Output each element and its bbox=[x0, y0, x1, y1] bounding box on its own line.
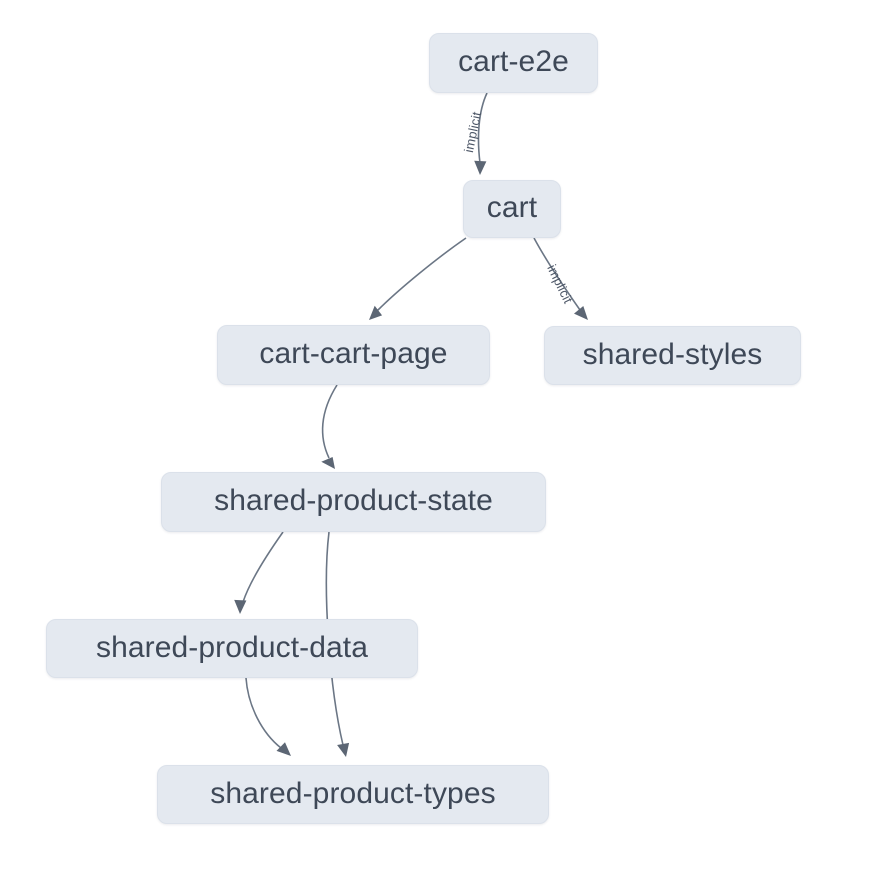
graph-node-cart[interactable]: cart bbox=[463, 180, 561, 238]
edge-path bbox=[376, 237, 467, 312]
edge-shared-product-state-to-shared-product-data bbox=[234, 531, 284, 614]
node-label: shared-product-types bbox=[210, 776, 496, 810]
arrowhead-icon bbox=[337, 742, 350, 757]
edge-path bbox=[321, 384, 338, 459]
arrowhead-icon bbox=[321, 457, 335, 469]
arrowhead-icon bbox=[369, 305, 383, 320]
node-label: shared-product-state bbox=[214, 484, 493, 517]
edge-path bbox=[242, 531, 284, 603]
arrowhead-icon bbox=[474, 160, 487, 175]
edge-path bbox=[533, 237, 581, 311]
edge-cart-to-shared-styles: implicit bbox=[533, 237, 588, 320]
edge-path bbox=[245, 677, 282, 749]
edge-cart-to-cart-cart-page bbox=[369, 237, 467, 320]
edge-cart-cart-page-to-shared-product-state bbox=[321, 384, 338, 469]
node-label: shared-product-data bbox=[95, 630, 369, 664]
node-label: cart bbox=[486, 191, 538, 224]
arrowhead-icon bbox=[234, 599, 247, 614]
graph-node-shared-product-data[interactable]: shared-product-data bbox=[46, 619, 418, 678]
node-label: cart-cart-page bbox=[259, 337, 448, 370]
edge-cart-e2e-to-cart: implicit bbox=[461, 92, 488, 175]
graph-node-cart-e2e[interactable]: cart-e2e bbox=[429, 33, 598, 93]
edge-path bbox=[477, 92, 488, 164]
graph-node-shared-product-state[interactable]: shared-product-state bbox=[161, 472, 546, 532]
arrowhead-icon bbox=[574, 306, 588, 320]
graph-node-cart-cart-page[interactable]: cart-cart-page bbox=[217, 325, 490, 385]
edge-label-implicit-1: implicit bbox=[461, 110, 484, 154]
node-label: shared-styles bbox=[582, 337, 763, 371]
graph-node-shared-product-types[interactable]: shared-product-types bbox=[157, 765, 549, 824]
arrowhead-icon bbox=[276, 742, 291, 756]
edge-label-implicit-2: implicit bbox=[544, 262, 576, 306]
node-label: cart-e2e bbox=[458, 45, 569, 78]
edge-shared-product-data-to-shared-product-types bbox=[245, 677, 291, 756]
graph-node-shared-styles[interactable]: shared-styles bbox=[544, 326, 801, 385]
